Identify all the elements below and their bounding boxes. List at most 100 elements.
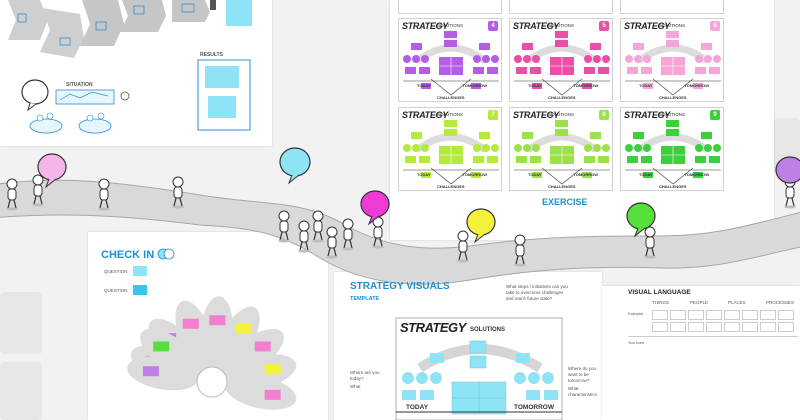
- process-arrow: [40, 8, 84, 58]
- vl-cell[interactable]: [760, 310, 776, 320]
- visual-language-title: VISUAL LANGUAGE: [628, 289, 691, 296]
- board-visual-language[interactable]: [602, 286, 800, 420]
- question-label-2: QUESTION: [104, 288, 128, 293]
- card-today-label: TODAY: [639, 172, 653, 177]
- card-challenges-label: CHALLENGES: [437, 95, 465, 100]
- card-solutions-label: SOLUTIONS: [437, 112, 464, 117]
- vl-cell[interactable]: [742, 322, 758, 332]
- card-diagram: [403, 31, 499, 96]
- card-number-badge: 9: [710, 110, 720, 120]
- vl-cell[interactable]: [760, 322, 776, 332]
- vl-cell[interactable]: [652, 310, 668, 320]
- stick-figure: [342, 218, 354, 251]
- card-title: STRATEGY: [402, 21, 448, 31]
- vl-cell[interactable]: [688, 322, 704, 332]
- bubble-purple: [775, 156, 800, 184]
- sticky-note-cyan: [430, 353, 444, 363]
- card-challenges-label: CHALLENGES: [437, 184, 465, 189]
- card-diagram: [403, 120, 499, 185]
- vl-cell[interactable]: [670, 322, 686, 332]
- vl-cell[interactable]: [778, 310, 794, 320]
- today-question: Where are you today?: [350, 370, 380, 381]
- stick-figure: [278, 210, 290, 243]
- vl-cell[interactable]: [724, 322, 740, 332]
- card-solutions-label: SOLUTIONS: [659, 112, 686, 117]
- card-diagram: [514, 31, 610, 96]
- sticky-note-cyan: [226, 0, 252, 26]
- card-number-badge: 7: [488, 110, 498, 120]
- vl-cell[interactable]: [688, 310, 704, 320]
- check-in-icon: [157, 248, 175, 260]
- sticky-note-cyan: [205, 66, 239, 88]
- card-tomorrow-label: TOMORROW: [573, 172, 598, 177]
- vl-cell[interactable]: [706, 310, 722, 320]
- card-tomorrow-label: TOMORROW: [573, 83, 598, 88]
- card-tomorrow-label: TOMORROW: [462, 83, 487, 88]
- card-today-label: TODAY: [417, 83, 431, 88]
- process-arrow: [8, 0, 48, 40]
- strategy-card-partial[interactable]: [509, 0, 613, 14]
- process-arrow: [172, 0, 210, 22]
- sticky-note-cyan: [133, 285, 147, 295]
- sticky-note: [235, 323, 251, 334]
- stick-figure: [326, 226, 338, 259]
- card-tomorrow-label: TOMORROW: [684, 172, 709, 177]
- card-title: STRATEGY: [624, 21, 670, 31]
- vl-cell[interactable]: [724, 310, 740, 320]
- bubble-green: [626, 202, 656, 238]
- vl-cell[interactable]: [670, 310, 686, 320]
- vl-cell[interactable]: [742, 310, 758, 320]
- vl-cell[interactable]: [706, 322, 722, 332]
- vl-row-examples: Examples: [628, 312, 644, 316]
- card-tomorrow-label: TOMORROW: [462, 172, 487, 177]
- vl-column-header: PEOPLE: [690, 300, 709, 305]
- bubble-pink: [37, 153, 67, 189]
- vl-cell[interactable]: [652, 322, 668, 332]
- process-arrow: [120, 0, 166, 32]
- stick-figure: [312, 210, 324, 243]
- situation-graphic: [55, 89, 115, 105]
- card-number-badge: 8: [599, 110, 609, 120]
- stick-figure: [372, 216, 384, 249]
- card-today-label: TODAY: [417, 172, 431, 177]
- stick-figure: [457, 230, 469, 263]
- journey-road: [0, 179, 800, 285]
- characteristics-question: What characteristics: [568, 386, 597, 397]
- card-challenges-label: CHALLENGES: [548, 184, 576, 189]
- strategy-visuals-title: STRATEGY VISUALS: [350, 281, 450, 292]
- card-diagram: [625, 31, 721, 96]
- card-title: STRATEGY: [513, 21, 559, 31]
- process-arrow: [80, 0, 124, 46]
- solutions-label: SOLUTIONS: [470, 327, 506, 333]
- sticky-note: [153, 341, 170, 352]
- card-challenges-label: CHALLENGES: [548, 95, 576, 100]
- strategy-card-partial[interactable]: [620, 0, 724, 14]
- stick-figure: [98, 178, 110, 211]
- stick-figure: [298, 220, 310, 253]
- strategy-card-partial[interactable]: [398, 0, 502, 14]
- today-label: TODAY: [406, 404, 429, 411]
- card-title: STRATEGY: [513, 110, 559, 120]
- flower-petal: [140, 328, 202, 378]
- bubble-magenta: [360, 190, 390, 226]
- card-solutions-label: SOLUTIONS: [548, 23, 575, 28]
- what-question: What: [350, 384, 361, 389]
- sticky-note: [142, 366, 159, 377]
- stick-figure: [644, 226, 656, 259]
- vl-cell[interactable]: [778, 322, 794, 332]
- sticky-note-cyan: [516, 353, 530, 363]
- sticky-note-cyan: [469, 340, 487, 354]
- placeholder-block: [0, 362, 42, 420]
- flower-petal: [214, 306, 260, 371]
- card-number-badge: 5: [599, 21, 609, 31]
- sticky-note: [264, 389, 281, 400]
